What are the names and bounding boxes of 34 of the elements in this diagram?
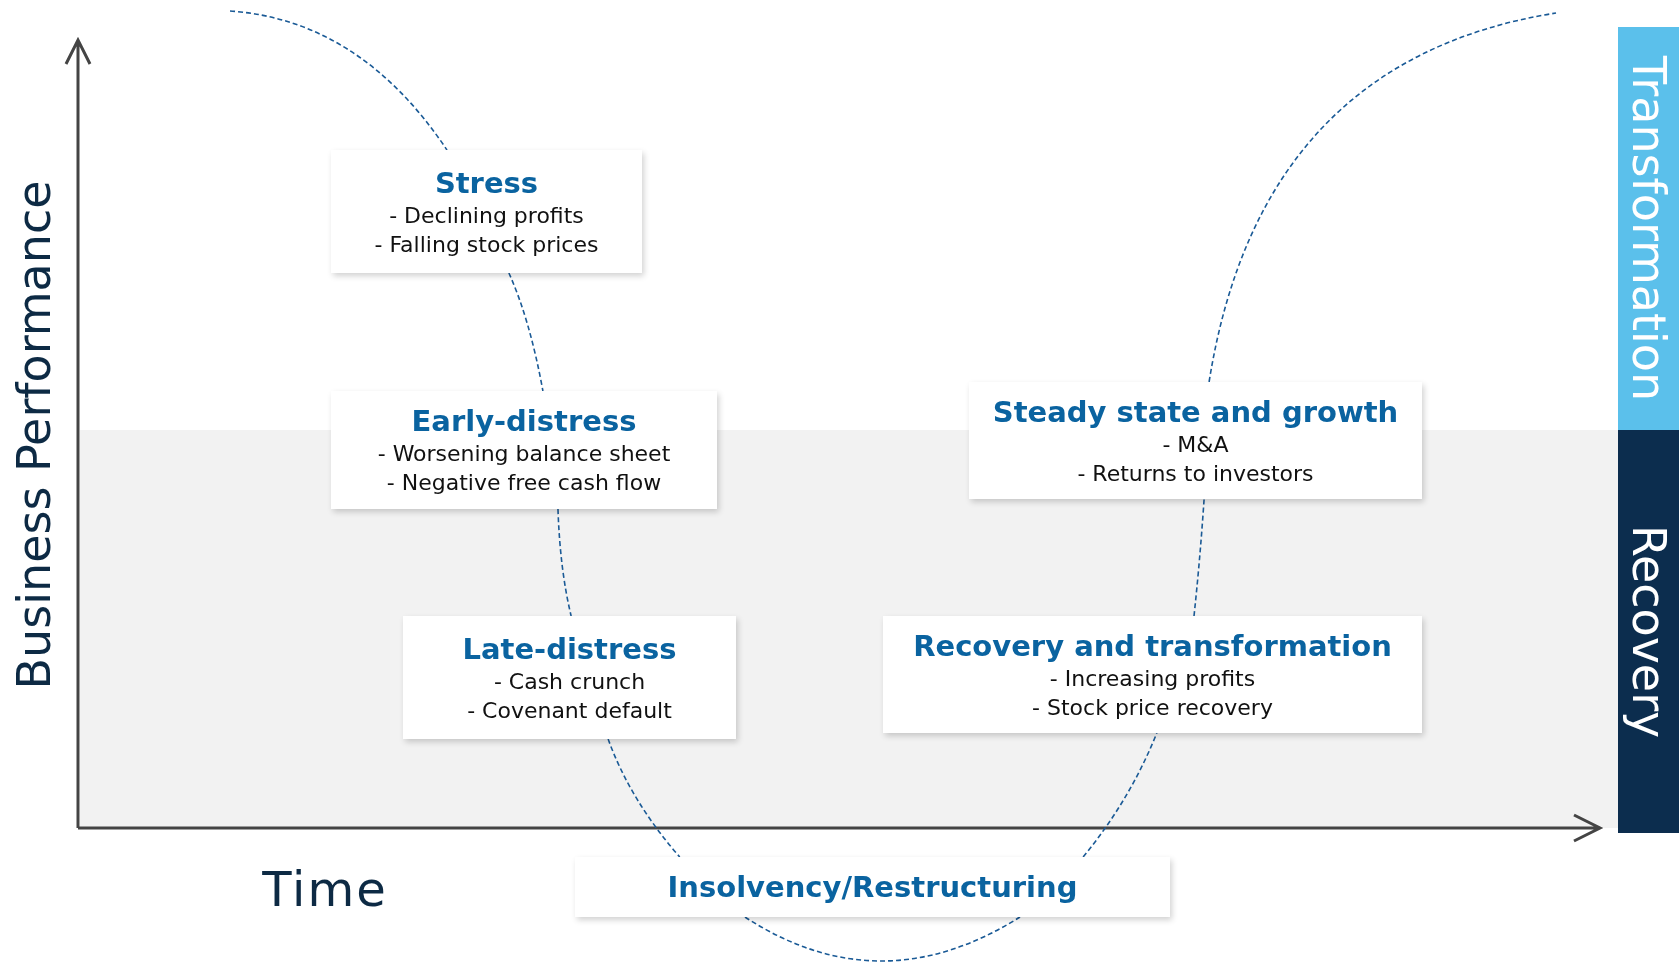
dashed-curve	[607, 738, 681, 858]
dashed-curve	[1193, 498, 1205, 617]
band-label: Transformation	[1621, 55, 1676, 402]
stage-card	[403, 616, 736, 739]
stage-title: Steady state and growth	[992, 393, 1399, 430]
stage-bullet: - Declining profits	[389, 201, 584, 230]
stage-bullet: - Cash crunch	[493, 667, 646, 696]
stage-bullet: - Stock price recovery	[1032, 693, 1273, 722]
stage-bullet: - Increasing profits	[1049, 664, 1256, 693]
stage-title: Recovery and transformation	[913, 627, 1392, 664]
band-label: Recovery	[1621, 524, 1676, 739]
stage-card	[969, 382, 1422, 499]
stage-title: Stress	[434, 164, 539, 201]
dashed-curve	[1208, 12, 1557, 383]
dashed-curve	[508, 272, 544, 392]
stage-card	[331, 391, 717, 509]
stage-bullet: - Covenant default	[467, 696, 672, 725]
axis-title: Business Performance	[7, 180, 61, 690]
stage-card	[575, 857, 1170, 917]
stage-title: Late-distress	[462, 630, 677, 667]
stage-card	[883, 616, 1422, 733]
stage-card	[331, 150, 642, 273]
stage-bullet: - Worsening balance sheet	[377, 440, 671, 468]
stage-title: Early-distress	[411, 403, 637, 439]
stage-bullet: - Negative free cash flow	[386, 469, 662, 497]
dashed-curve	[557, 508, 572, 617]
stage-bullet: - M&A	[1162, 430, 1229, 459]
stage-bullet: - Returns to investors	[1077, 459, 1314, 488]
stage-title: Insolvency/Restructuring	[667, 869, 1078, 905]
side-band	[1618, 430, 1679, 833]
axis-title: Time	[262, 861, 388, 917]
stage-bullet: - Falling stock prices	[374, 230, 599, 259]
side-band	[1618, 27, 1679, 430]
dashed-curve	[229, 10, 448, 151]
